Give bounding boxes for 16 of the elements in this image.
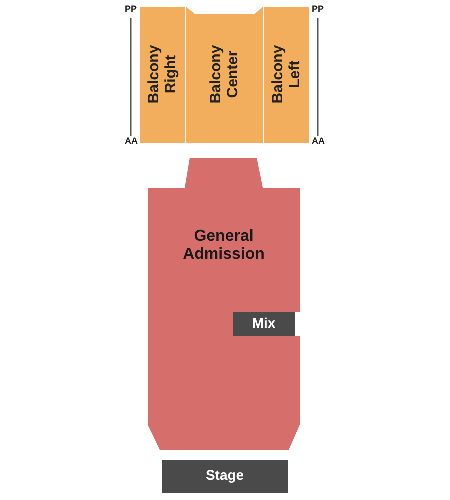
section-label: Stage [204,468,246,484]
section-label: Balcony Right [146,44,179,106]
section-label: Mix [251,316,277,331]
section-label: Balcony Center [208,44,241,106]
row-label: PP [312,4,324,14]
balcony-section [140,7,185,143]
row-label: PP [125,4,138,14]
stage-area [162,460,288,493]
row-label: AA [312,136,325,146]
balcony-section [264,7,309,143]
row-label: AA [125,136,138,146]
section-label: Balcony Left [270,44,303,106]
mix-booth [233,312,295,336]
general-admission-section [148,158,300,450]
section-label: General Admission [182,228,266,264]
balcony-section [186,7,263,143]
